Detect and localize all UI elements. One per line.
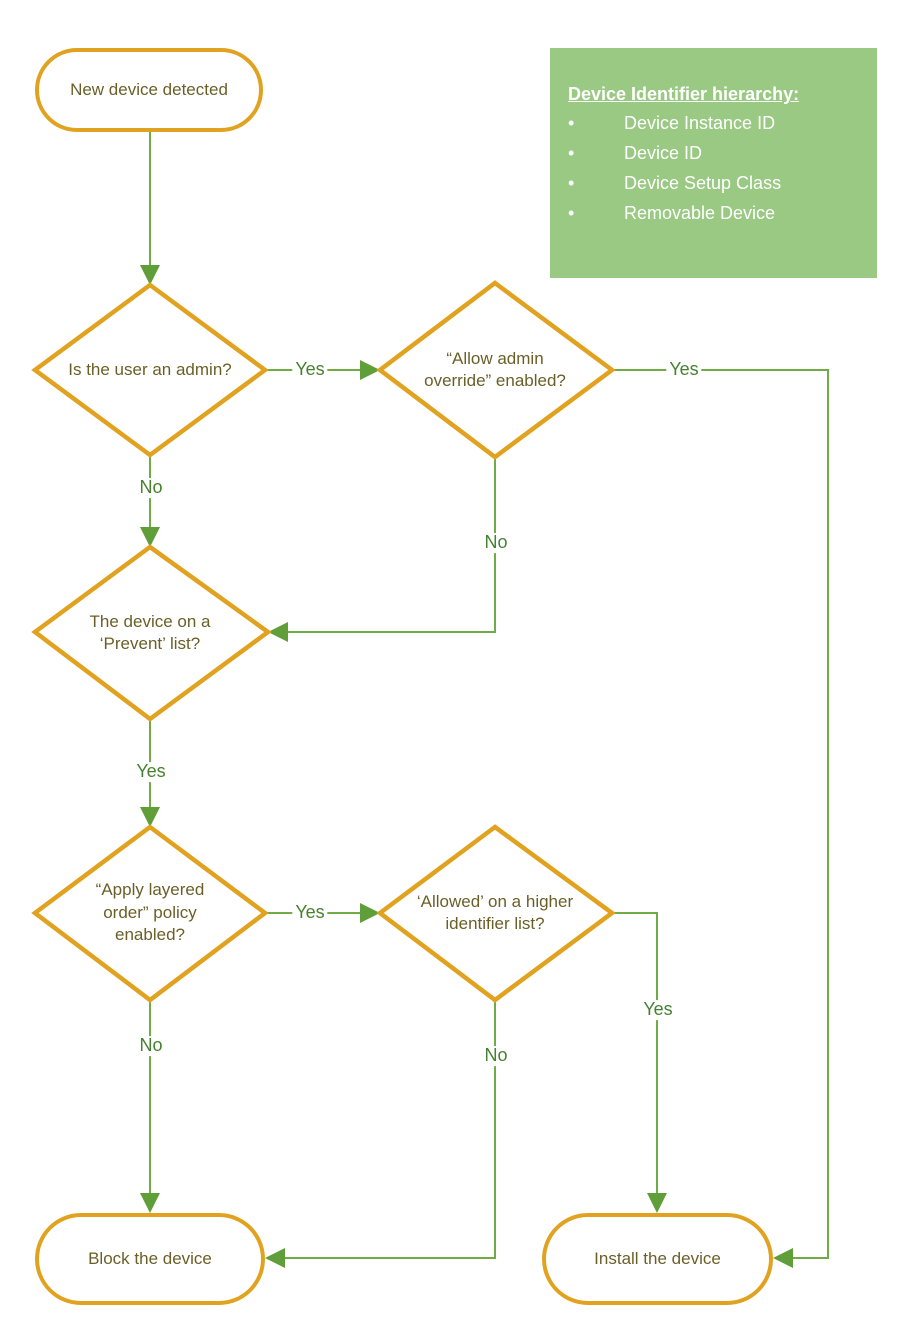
arrowhead-d1-top (140, 265, 160, 285)
arrowhead-block-top (140, 1193, 160, 1213)
legend-device-identifier-hierarchy: Device Identifier hierarchy: • Device In… (550, 48, 877, 278)
edge-d2-install (612, 369, 829, 1259)
arrowhead-install-top (647, 1193, 667, 1213)
legend-item-label: Device ID (624, 143, 703, 163)
edge-label-no-d4: No (136, 1035, 166, 1056)
legend-title: Device Identifier hierarchy: (568, 84, 800, 104)
legend-item: • Device Setup Class (568, 173, 859, 194)
arrowhead-d5-left (360, 903, 380, 923)
decision-prevent-list-label: The device on a ‘Prevent’ list? (89, 611, 211, 653)
bullet-icon: • (568, 203, 575, 223)
decision-prevent-list-shape (31, 544, 272, 722)
edge-label-no-d2: No (481, 532, 511, 553)
bullet-icon: • (568, 173, 575, 193)
edge-label-no-d1: No (136, 477, 166, 498)
legend-item: • Device ID (568, 143, 859, 164)
decision-apply-layered-order-shape (31, 824, 269, 1003)
decision-allowed-higher-list-label: ‘Allowed’ on a higher identifier list? (416, 891, 574, 933)
decision-is-user-admin-label: Is the user an admin? (68, 359, 232, 379)
terminal-new-device-detected: New device detected (35, 48, 263, 132)
arrowhead-d2-left (360, 360, 380, 380)
decision-apply-layered-order-label: “Apply layered order” policy enabled? (95, 880, 205, 945)
legend-item: • Device Instance ID (568, 113, 859, 134)
edge-label-yes-d4-d5: Yes (292, 902, 328, 923)
legend-item-label: Removable Device (624, 203, 776, 223)
edge-d5-block (280, 1000, 496, 1259)
terminal-install-the-device: Install the device (542, 1213, 773, 1305)
arrowhead-block-right (265, 1248, 285, 1268)
arrowhead-d4-top (140, 807, 160, 827)
legend-item: • Removable Device (568, 203, 859, 224)
bullet-icon: • (568, 113, 575, 133)
edge-label-yes-d2-install: Yes (666, 359, 702, 380)
decision-allow-admin-override-label: “Allow admin override” enabled? (424, 348, 566, 390)
decision-is-user-admin-shape (31, 282, 269, 458)
legend-item-label: Device Instance ID (624, 113, 776, 133)
legend-item-label: Device Setup Class (624, 173, 782, 193)
bullet-icon: • (568, 143, 575, 163)
edge-label-yes-d3: Yes (133, 761, 169, 782)
arrowhead-install-right (773, 1248, 793, 1268)
edge-label-yes-d1-d2: Yes (292, 359, 328, 380)
arrowhead-d3-top (140, 527, 160, 547)
terminal-block-the-device: Block the device (35, 1213, 265, 1305)
legend-list: • Device Instance ID • Device ID • Devic… (568, 113, 859, 224)
edge-label-yes-d5-install: Yes (640, 999, 676, 1020)
arrowhead-d3-right (268, 622, 288, 642)
decision-allowed-higher-list-shape (376, 824, 616, 1003)
edge-d5-install (612, 912, 658, 1198)
edge-d2-d3 (283, 457, 496, 633)
edge-label-no-d5: No (481, 1045, 511, 1066)
decision-allow-admin-override-shape (376, 280, 616, 460)
